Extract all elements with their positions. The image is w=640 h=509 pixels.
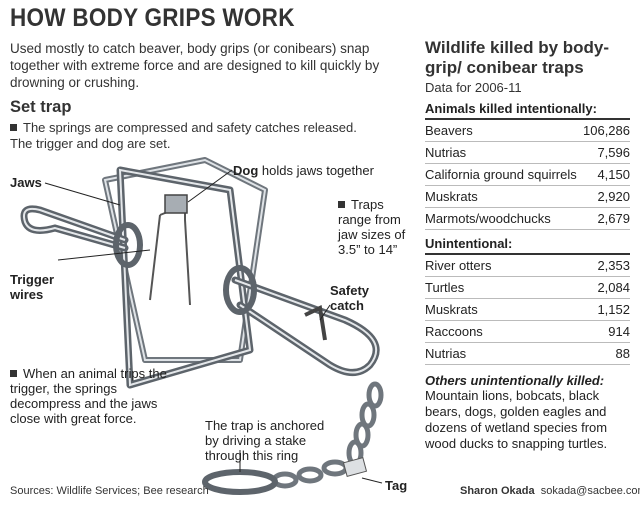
wildlife-sidebar: Wildlife killed by body-grip/ conibear t… [425, 38, 630, 452]
anchor-ring [202, 469, 278, 495]
left-spring-coil [113, 222, 143, 268]
set-trap-text: The springs are compressed and safety ca… [10, 120, 370, 152]
trigger-wires [149, 203, 191, 306]
kill-count: 2,679 [581, 207, 630, 230]
kill-count: 2,353 [562, 255, 630, 277]
safety-catch [304, 305, 327, 341]
others-text: Mountain lions, bobcats, black bears, do… [425, 388, 608, 451]
sources-credit: Sources: Wildlife Services; Bee research [10, 485, 209, 497]
dog-latch [164, 194, 188, 214]
others-heading: Others unintentionally killed: [425, 373, 605, 388]
bullet-icon [338, 201, 345, 208]
body-grip-trap-illustration [20, 157, 384, 495]
dog-leader [187, 169, 233, 203]
animal-trigger-text: When an animal trips the trigger, the sp… [10, 366, 167, 426]
animal-name: Muskrats [425, 298, 563, 321]
dog-label-bold: Dog [233, 163, 259, 178]
animal-name: Nutrias [425, 141, 582, 164]
safety-leader [319, 304, 331, 321]
right-spring-coil [223, 265, 257, 315]
trap-sizes-note: Traps range from jaw sizes of 3.5” to 14… [338, 197, 410, 257]
animal-name: River otters [425, 255, 563, 277]
sidebar-title: Wildlife killed by body-grip/ conibear t… [425, 38, 610, 77]
bullet-icon [10, 370, 17, 377]
author-name: Sharon Okada [460, 485, 535, 497]
kill-count: 2,084 [562, 276, 630, 299]
dog-label: Dog holds jaws together [233, 163, 374, 178]
trap-tag [342, 457, 368, 477]
animal-name: Raccoons [425, 320, 563, 343]
animal-name: Muskrats [425, 185, 582, 208]
page-title: HOW BODY GRIPS WORK [10, 4, 295, 32]
animal-name: Nutrias [425, 342, 563, 365]
tag-leader [361, 477, 383, 484]
kill-count: 4,150 [581, 163, 630, 186]
intentional-heading: Animals killed intentionally: [425, 101, 630, 120]
intro-text: Used mostly to catch beaver, body grips … [10, 41, 380, 90]
kill-count: 7,596 [581, 141, 630, 164]
set-trap-heading: Set trap [10, 98, 72, 116]
kill-count: 1,152 [562, 298, 630, 321]
bullet-icon [10, 124, 17, 131]
kill-count: 914 [562, 320, 630, 343]
unintentional-heading: Unintentional: [425, 236, 630, 255]
animal-name: Marmots/woodchucks [425, 207, 582, 230]
animal-trigger-note: When an animal trips the trigger, the sp… [10, 366, 180, 426]
kill-count: 106,286 [581, 120, 630, 142]
author-credit: Sharon Okada sokada@sacbee.com [460, 485, 640, 497]
kill-count: 2,920 [581, 185, 630, 208]
set-trap-description: The springs are compressed and safety ca… [10, 120, 357, 151]
trigger-leader [57, 249, 151, 261]
animal-name: Beavers [425, 120, 582, 142]
jaws-leader [44, 182, 121, 206]
sidebar-subtitle: Data for 2006-11 [425, 80, 522, 95]
dog-label-rest: holds jaws together [258, 163, 374, 178]
author-email: sokada@sacbee.com [540, 485, 640, 497]
safety-catch-label: Safety catch [330, 283, 370, 313]
tag-label: Tag [385, 478, 408, 493]
kill-count: 88 [562, 342, 630, 365]
trigger-wires-label: Trigger wires [10, 272, 55, 302]
animal-name: Turtles [425, 276, 563, 299]
trap-sizes-text: Traps range from jaw sizes of 3.5” to 14… [338, 197, 406, 257]
jaws-label: Jaws [10, 175, 42, 190]
anchor-ring-note: The trap is anchored by driving a stake … [205, 418, 325, 463]
animal-name: California ground squirrels [425, 163, 582, 186]
